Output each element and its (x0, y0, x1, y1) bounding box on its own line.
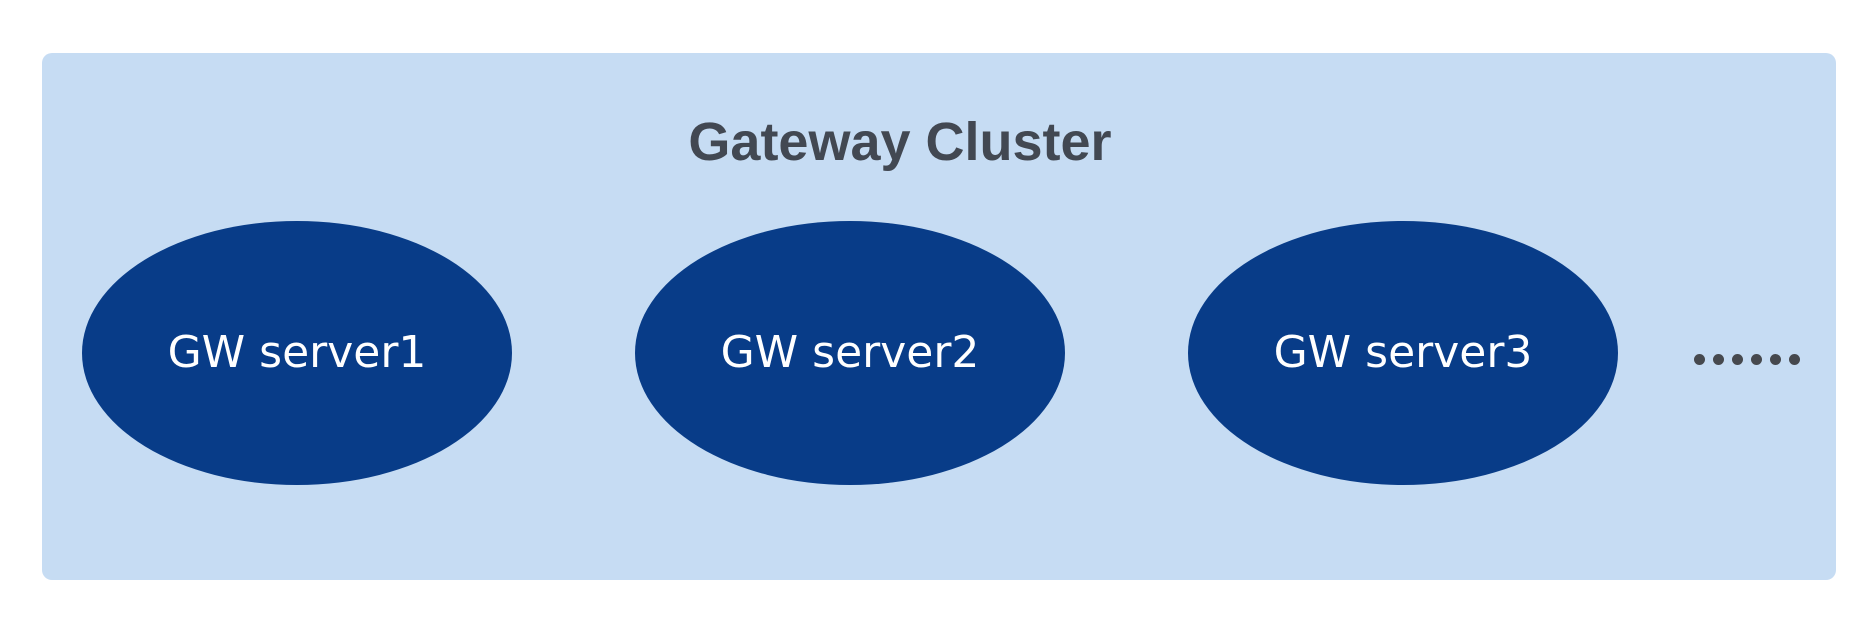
ellipsis-dot (1789, 353, 1800, 365)
server-ellipse-gw-server1: GW server1 (82, 220, 512, 485)
servers-row: GW server1 GW server2 GW server3 (42, 220, 1836, 485)
server-ellipse-gw-server2: GW server2 (635, 220, 1065, 485)
server-ellipse-gw-server3: GW server3 (1188, 220, 1618, 485)
ellipsis-dot (1732, 353, 1743, 365)
gateway-cluster-title: Gateway Cluster (688, 112, 1112, 172)
ellipsis-dot (1713, 353, 1724, 365)
gateway-cluster-box: Gateway Cluster GW server1 GW server2 GW… (42, 53, 1836, 580)
ellipsis-dot (1770, 353, 1781, 365)
more-servers-ellipsis-icon (1694, 353, 1800, 365)
ellipsis-dot (1694, 353, 1705, 365)
ellipsis-dot (1751, 353, 1762, 365)
